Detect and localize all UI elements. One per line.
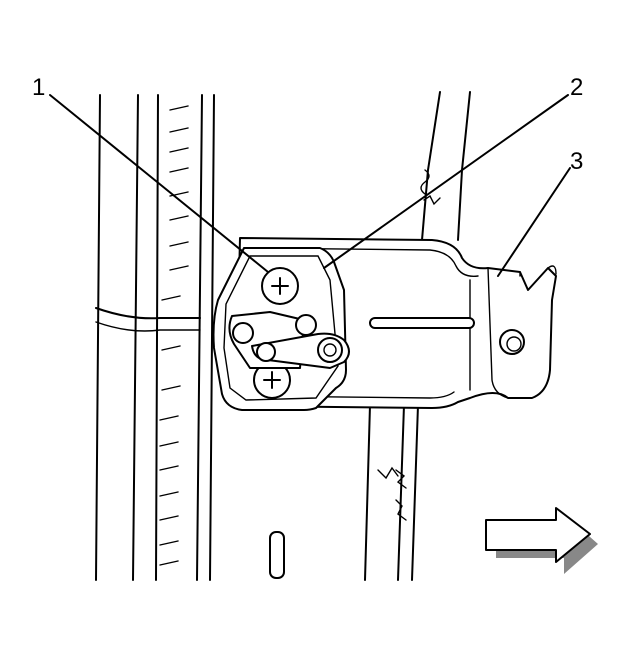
leader-line-1 xyxy=(49,94,269,273)
right-arrow-icon xyxy=(485,507,598,574)
upper-screw xyxy=(261,267,299,305)
leader-line-3 xyxy=(497,167,571,277)
leader-line-2 xyxy=(323,94,569,269)
callout-label-2: 2 xyxy=(570,74,584,101)
callout-leaders xyxy=(49,94,571,277)
slot-outline xyxy=(269,531,285,579)
door-pillar xyxy=(95,94,215,581)
callout-label-1: 1 xyxy=(32,74,46,101)
weatherstrip-ridges xyxy=(159,105,189,566)
callout-label-3: 3 xyxy=(570,148,584,175)
latch-mechanism xyxy=(228,311,350,369)
